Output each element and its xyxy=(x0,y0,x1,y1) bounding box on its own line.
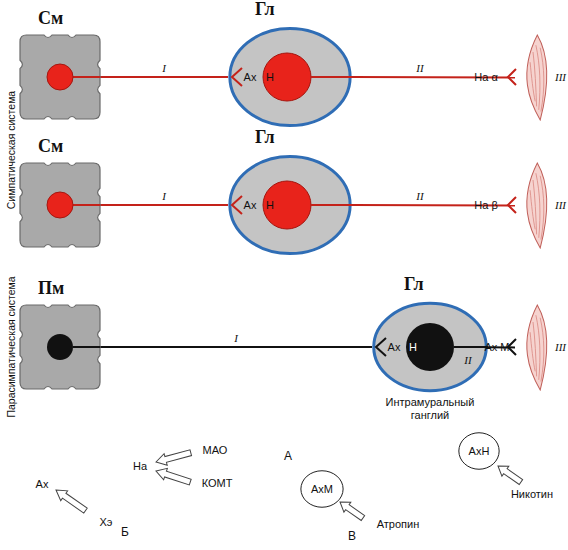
enzyme-label: КОМТ xyxy=(202,477,233,489)
preganglionic-fiber xyxy=(100,346,372,348)
enzyme-label: МАО xyxy=(203,444,228,456)
node-heading: Гл xyxy=(255,0,275,20)
muscle-outline xyxy=(515,305,551,390)
fiber-number: I xyxy=(162,62,166,74)
node-heading: Гл xyxy=(404,274,424,295)
node-label: АхМ xyxy=(300,483,344,495)
mediator-label: Ах xyxy=(244,199,257,211)
drug-label: Никотин xyxy=(511,488,553,500)
mediator-label: Ах xyxy=(244,71,257,83)
hollow-arrows xyxy=(53,447,525,523)
mediator-label: Ах xyxy=(36,478,49,490)
node-heading: Пм xyxy=(38,278,64,299)
callout-number: III xyxy=(555,199,566,211)
callout-number: III xyxy=(555,341,566,353)
mediator-label: Ах xyxy=(388,341,401,353)
receptor-label: На β xyxy=(474,199,497,211)
mediator-label: На xyxy=(133,460,147,472)
spinal-cord-box: См xyxy=(20,35,100,119)
receptor-circle: АхМ xyxy=(300,470,344,508)
system-label: Парасимпатическая система xyxy=(5,276,17,417)
box-outline xyxy=(20,35,100,119)
effector-muscle: III xyxy=(515,163,551,248)
node-caption: Интрамуральный ганглий xyxy=(380,396,480,422)
receptor-label: Н xyxy=(266,199,274,211)
preganglionic-fiber xyxy=(100,204,228,206)
box-outline xyxy=(20,305,100,389)
muscle-outline xyxy=(515,35,551,120)
spinal-cord-box: См xyxy=(20,163,100,247)
receptor-label: Н xyxy=(409,341,417,353)
node-label: АхН xyxy=(458,445,500,457)
receptor-label: Н xyxy=(266,71,274,83)
effector-muscle: III xyxy=(515,305,551,390)
box-outline xyxy=(20,163,100,247)
node-heading: См xyxy=(38,136,63,157)
node-heading: Гл xyxy=(255,127,275,148)
system-label: Симпатическая система xyxy=(5,91,17,209)
panel-letter: В xyxy=(348,529,356,543)
effector-muscle: III xyxy=(515,35,551,120)
panel-letter: Б xyxy=(121,525,129,539)
spinal-cord-box: Пм xyxy=(20,305,100,389)
drug-label: Атропин xyxy=(377,518,420,530)
node-heading: См xyxy=(38,8,63,29)
fiber-number: II xyxy=(416,190,423,202)
fiber-number: I xyxy=(162,190,166,202)
callout-number: III xyxy=(555,71,566,83)
receptor-label: Ах М xyxy=(484,341,509,353)
fiber-number: I xyxy=(234,332,238,344)
muscle-outline xyxy=(515,163,551,248)
preganglionic-fiber xyxy=(100,76,228,78)
receptor-label: На α xyxy=(474,71,497,83)
receptor-circle: АхН xyxy=(458,432,500,470)
fiber-number: II xyxy=(464,354,471,366)
panel-letter: А xyxy=(284,449,292,463)
enzyme-label: Хэ xyxy=(100,516,113,528)
fiber-number: II xyxy=(416,62,423,74)
